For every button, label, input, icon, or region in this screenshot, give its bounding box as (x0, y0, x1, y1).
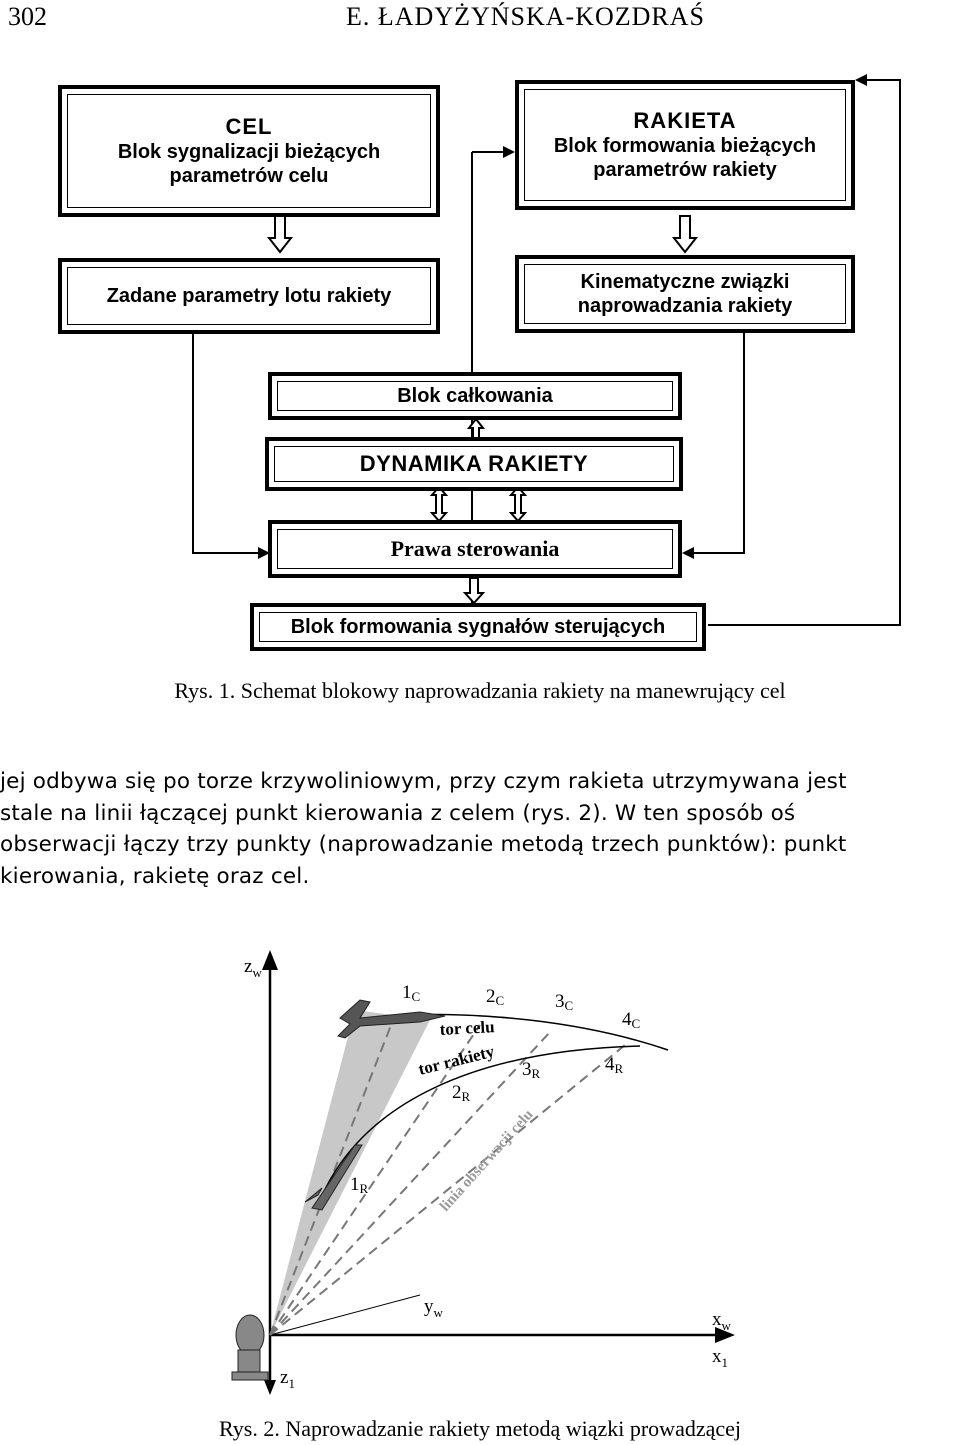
missile-path (317, 1045, 641, 1206)
label-1c: 1C (402, 982, 420, 1004)
label-1r: 1R (350, 1174, 369, 1196)
block-diagram-connectors (192, 74, 901, 626)
arrow-z1-icon (264, 1380, 276, 1395)
paragraph-line-1: jej odbywa się po torze krzywoliniowym, … (0, 769, 847, 794)
box-cel-line2: parametrów celu (169, 165, 329, 188)
arrow-rakieta-to-kin (671, 215, 699, 254)
connector-zadane-prawa (192, 332, 262, 554)
missile-icon (304, 1144, 363, 1211)
connector-outer-feedback (708, 79, 901, 626)
label-4r: 4R (605, 1054, 624, 1076)
box-prawa-sterowania: Prawa sterowania (268, 520, 682, 578)
arrow-prawa-dyn-left (429, 485, 449, 523)
arrow-zw-icon (262, 950, 278, 970)
box-zadane-parametry: Zadane parametry lotu rakiety (58, 258, 440, 334)
label-2c: 2C (486, 986, 504, 1008)
obs-line-2 (269, 1024, 481, 1336)
label-linia-obserwacji: linia obserwacji celu (437, 1107, 536, 1215)
paragraph-line-2: stale na linii łączącej punkt kierowania… (0, 800, 796, 826)
obs-line-4 (269, 1044, 626, 1336)
box-cel: CEL Blok sygnalizacji bieżących parametr… (58, 85, 440, 217)
label-xw: xw (712, 1309, 732, 1333)
label-2r: 2R (452, 1082, 471, 1104)
obs-line-1 (269, 1014, 396, 1336)
box-dyn-label: DYNAMIKA RAKIETY (359, 450, 589, 476)
box-prawa-label: Prawa sterowania (390, 535, 560, 561)
label-3r: 3R (522, 1059, 541, 1081)
radar-antenna-icon (231, 1314, 269, 1381)
obs-line-3 (269, 1031, 551, 1336)
box-sygn-label: Blok formowania sygnałów sterujących (290, 616, 666, 638)
box-kin-line2: naprowadzania rakiety (577, 295, 793, 317)
arrow-xw-icon (715, 1327, 735, 1343)
label-4c: 4C (622, 1009, 640, 1031)
box-rakieta: RAKIETA Blok formowania bieżących parame… (515, 80, 855, 210)
beam-cone (270, 1010, 430, 1335)
box-calk-label: Blok całkowania (397, 385, 553, 407)
box-rakieta-line1: Blok formowania bieżących (553, 135, 817, 158)
box-dynamika: DYNAMIKA RAKIETY (265, 437, 683, 491)
label-tor-celu: tor celu (439, 1017, 495, 1039)
box-rakieta-line2: parametrów rakiety (593, 159, 777, 182)
body-paragraph: jej odbywa się po torze krzywoliniowym, … (0, 766, 960, 892)
box-calkowania: Blok całkowania (268, 372, 682, 420)
label-zw: zw (244, 956, 262, 980)
box-cel-line1: Blok sygnalizacji bieżących (117, 141, 381, 164)
box-rakieta-title: RAKIETA (633, 107, 737, 133)
label-yw: yw (424, 1296, 444, 1320)
box-zadane-label: Zadane parametry lotu rakiety (106, 285, 392, 307)
figure1-caption: Rys. 1. Schemat blokowy naprowadzania ra… (174, 678, 786, 703)
paragraph-line-4: kierowania, rakietę oraz cel. (0, 863, 310, 889)
box-kin-line1: Kinematyczne związki (580, 271, 790, 293)
label-z1: z1 (280, 1367, 295, 1391)
label-tor-rakiety: tor rakiety (416, 1042, 496, 1079)
arrow-cel-to-zadane (266, 215, 294, 254)
box-cel-title: CEL (225, 113, 273, 139)
page-number: 302 (8, 2, 47, 31)
guidance-diagram: zw xw yw x1 z1 1C 2C 3C 4C 1R 2R 3R 4R t… (231, 950, 735, 1395)
figure2-caption: Rys. 2. Naprowadzanie rakiety metodą wią… (218, 1416, 742, 1441)
running-header-author: E. ŁADYŻYŃSKA-KOZDRAŚ (346, 2, 705, 31)
box-kinematyczne: Kinematyczne związki naprowadzania rakie… (515, 255, 855, 333)
label-x1: x1 (712, 1346, 728, 1370)
arrow-prawa-to-sygn (462, 577, 486, 605)
aircraft-icon (337, 999, 446, 1039)
paragraph-line-3: obserwacji łączy trzy punkty (naprowadza… (0, 832, 847, 857)
label-3c: 3C (555, 991, 573, 1013)
connector-kin-prawa (690, 332, 745, 554)
axis-yw (269, 1294, 421, 1336)
arrow-prawa-dyn-right (508, 485, 528, 523)
box-sygnalow-sterujacych: Blok formowania sygnałów sterujących (250, 603, 706, 651)
